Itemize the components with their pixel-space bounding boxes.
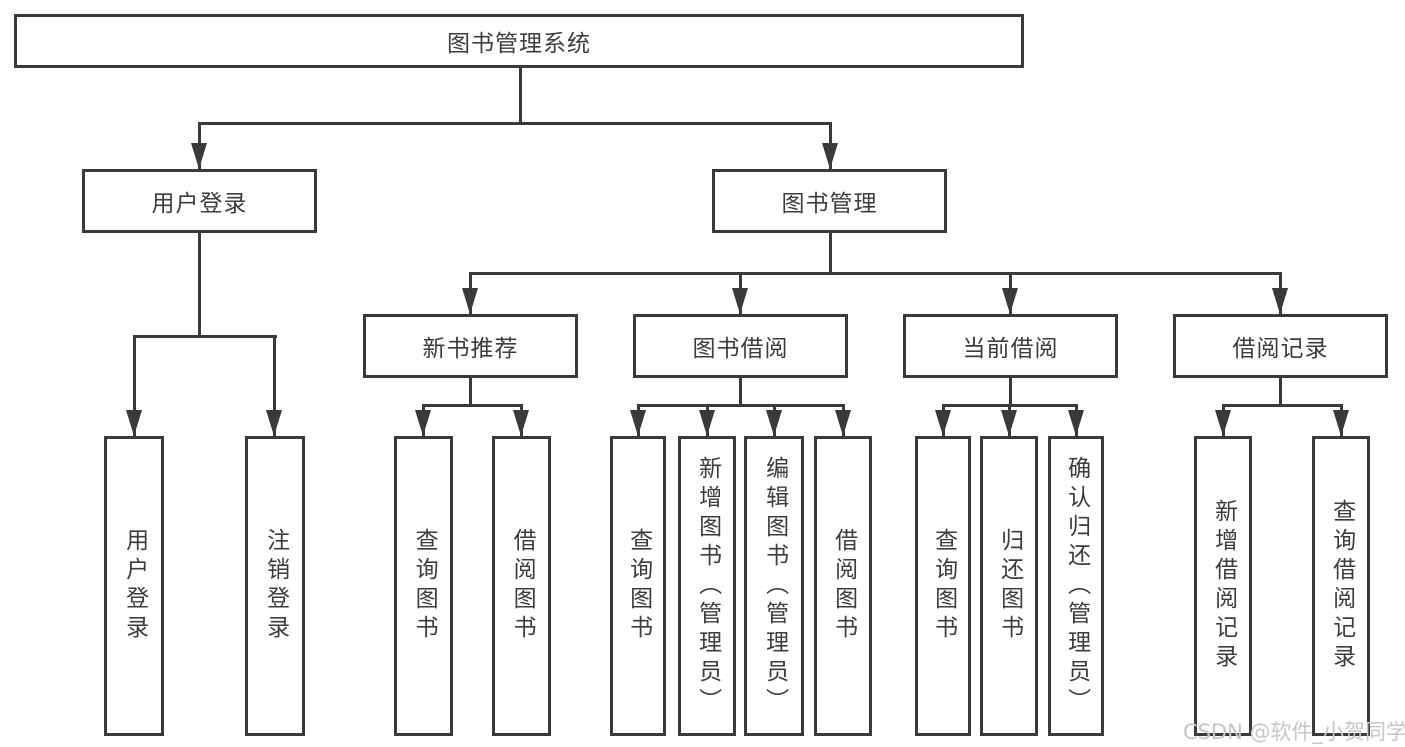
leaf-query-borrow-record-label: 查询借阅记录 (1328, 499, 1355, 673)
leaf-borrow-query-book-label: 查询图书 (625, 528, 652, 644)
arrow-down-icon (699, 410, 715, 436)
connector-line (133, 335, 277, 338)
connector-line (469, 378, 472, 406)
leaf-edit-book-admin: 编辑图书（管理员） (744, 436, 804, 736)
arrow-down-icon (766, 410, 782, 436)
leaf-return-book: 归还图书 (980, 436, 1038, 736)
connector-line (422, 404, 523, 407)
leaf-borrow-query-book: 查询图书 (610, 436, 666, 736)
leaf-logout-label: 注销登录 (262, 528, 289, 644)
connector-line (519, 68, 522, 124)
connector-line (198, 122, 832, 125)
connector-line (1009, 378, 1012, 406)
node-book-borrow: 图书借阅 (633, 314, 848, 378)
leaf-recommend-query-book: 查询图书 (394, 436, 453, 736)
arrow-down-icon (462, 288, 478, 314)
node-current-borrow-label: 当前借阅 (962, 336, 1059, 362)
node-root: 图书管理系统 (14, 14, 1024, 68)
connector-line (273, 335, 276, 436)
node-book-management-label: 图书管理 (781, 191, 878, 217)
arrow-down-icon (1333, 410, 1349, 436)
connector-line (739, 378, 742, 406)
leaf-recommend-query-book-label: 查询图书 (411, 528, 438, 644)
leaf-add-book-admin-label: 新增图书（管理员） (694, 455, 721, 717)
connector-line (469, 272, 1282, 275)
arrow-down-icon (822, 143, 838, 169)
leaf-borrow-borrow-book: 借阅图书 (814, 436, 872, 736)
arrow-down-icon (835, 410, 851, 436)
leaf-return-book-label: 归还图书 (996, 528, 1023, 644)
node-borrow-records-label: 借阅记录 (1232, 336, 1329, 362)
arrow-down-icon (1068, 410, 1084, 436)
leaf-user-login-label: 用户登录 (121, 528, 148, 644)
node-current-borrow: 当前借阅 (903, 314, 1118, 378)
leaf-confirm-return-admin: 确认归还（管理员） (1048, 436, 1104, 736)
leaf-add-borrow-record: 新增借阅记录 (1194, 436, 1252, 736)
node-user-login: 用户登录 (82, 169, 317, 233)
arrow-down-icon (1001, 410, 1017, 436)
csdn-watermark: CSDN @软件_小贺同学 (1183, 720, 1405, 744)
arrow-down-icon (732, 288, 748, 314)
arrow-down-icon (1215, 410, 1231, 436)
connector-line (1279, 378, 1282, 406)
node-root-label: 图书管理系统 (447, 31, 591, 57)
leaf-recommend-borrow-book-label: 借阅图书 (509, 528, 536, 644)
arrow-down-icon (191, 143, 207, 169)
arrow-down-icon (630, 410, 646, 436)
leaf-add-borrow-record-label: 新增借阅记录 (1210, 499, 1237, 673)
leaf-confirm-return-admin-label: 确认归还（管理员） (1063, 455, 1090, 717)
arrow-down-icon (1002, 288, 1018, 314)
connector-line (133, 335, 136, 436)
node-new-book-recommend-label: 新书推荐 (422, 336, 519, 362)
leaf-add-book-admin: 新增图书（管理员） (678, 436, 736, 736)
node-new-book-recommend: 新书推荐 (363, 314, 578, 378)
connector-line (637, 404, 844, 407)
leaf-query-borrow-record: 查询借阅记录 (1312, 436, 1370, 736)
connector-line (198, 233, 201, 337)
connector-line (1222, 404, 1342, 407)
arrow-down-icon (935, 410, 951, 436)
leaf-borrow-borrow-book-label: 借阅图书 (830, 528, 857, 644)
arrow-down-icon (126, 410, 142, 436)
leaf-edit-book-admin-label: 编辑图书（管理员） (761, 455, 788, 717)
leaf-current-query-book: 查询图书 (915, 436, 971, 736)
node-book-management: 图书管理 (712, 169, 947, 233)
connector-line (829, 233, 832, 274)
arrow-down-icon (266, 410, 282, 436)
leaf-logout: 注销登录 (245, 436, 305, 736)
arrow-down-icon (513, 410, 529, 436)
arrow-down-icon (415, 410, 431, 436)
node-borrow-records: 借阅记录 (1173, 314, 1388, 378)
leaf-user-login: 用户登录 (104, 436, 164, 736)
leaf-recommend-borrow-book: 借阅图书 (492, 436, 551, 736)
arrow-down-icon (1272, 288, 1288, 314)
leaf-current-query-book-label: 查询图书 (930, 528, 957, 644)
node-book-borrow-label: 图书借阅 (692, 336, 789, 362)
node-user-login-label: 用户登录 (151, 191, 248, 217)
